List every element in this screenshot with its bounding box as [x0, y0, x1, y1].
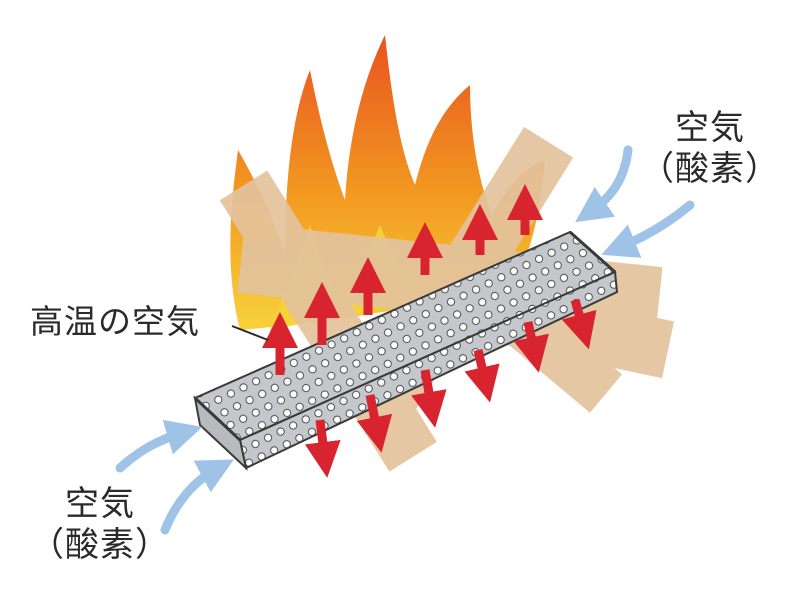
air-text: 空気	[675, 108, 745, 148]
air-text: 空気	[65, 484, 135, 524]
hot-air-text: 高温の空気	[30, 302, 200, 341]
air-label-top-right: 空気 （酸素）	[640, 108, 780, 190]
oxygen-text: （酸素）	[30, 524, 170, 565]
air-arrows	[115, 145, 695, 535]
air-label-bottom-left: 空気 （酸素）	[30, 484, 170, 566]
hot-air-label: 高温の空気	[30, 302, 200, 342]
heat-arrows	[262, 184, 597, 478]
hot-air-pointer	[231, 325, 269, 341]
oxygen-text: （酸素）	[640, 148, 780, 189]
